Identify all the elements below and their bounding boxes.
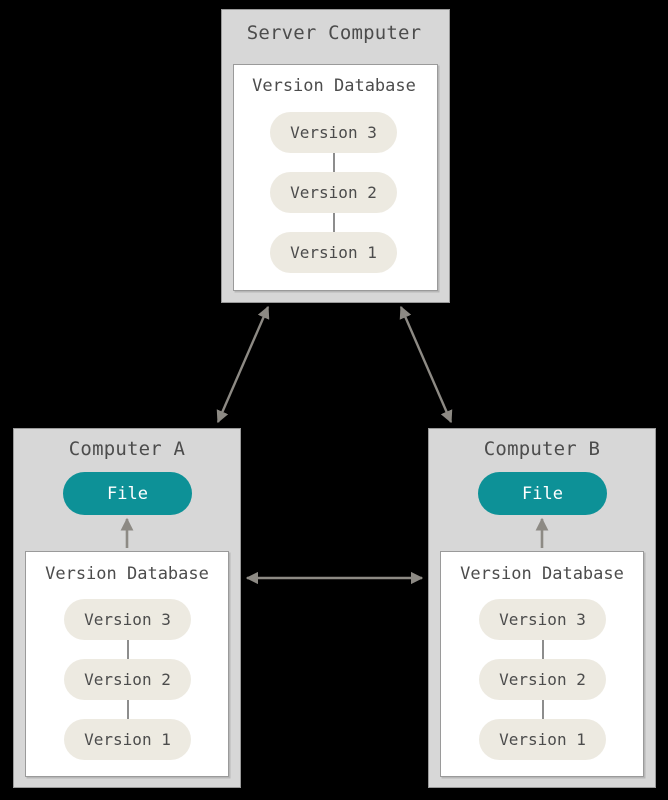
- computer-b-version-database-title: Version Database: [460, 564, 624, 584]
- computer-a-version-connector-2-1: [127, 700, 129, 719]
- server-version-pill-2: Version 2: [270, 172, 397, 213]
- computer-a-version-pill-2: Version 2: [64, 659, 191, 700]
- computer-a-version-pill-1: Version 1: [64, 719, 191, 760]
- server-computer-title: Server Computer: [246, 22, 422, 44]
- computer-b-version-connector-3-2: [542, 640, 544, 659]
- computer-b-version-pill-1: Version 1: [479, 719, 606, 760]
- server-version-database-title: Version Database: [252, 76, 416, 96]
- server-version-pill-3: Version 3: [270, 112, 397, 153]
- computer-a-version-connector-3-2: [127, 640, 129, 659]
- arrow-server-computer-b: [399, 305, 453, 424]
- computer-b-version-pill-2: Version 2: [479, 659, 606, 700]
- computer-b-version-connector-2-1: [542, 700, 544, 719]
- server-version-pill-1: Version 1: [270, 232, 397, 273]
- computer-a-version-database-title: Version Database: [45, 564, 209, 584]
- computer-a-title: Computer A: [68, 438, 186, 460]
- computer-a-version-pill-3: Version 3: [64, 599, 191, 640]
- server-version-connector-2-1: [333, 213, 335, 232]
- computer-b-file-pill: File: [478, 472, 607, 515]
- arrow-server-computer-a: [216, 305, 270, 424]
- server-version-connector-3-2: [333, 153, 335, 172]
- computer-a-file-pill: File: [63, 472, 192, 515]
- computer-b-title: Computer B: [483, 438, 601, 460]
- computer-b-version-pill-3: Version 3: [479, 599, 606, 640]
